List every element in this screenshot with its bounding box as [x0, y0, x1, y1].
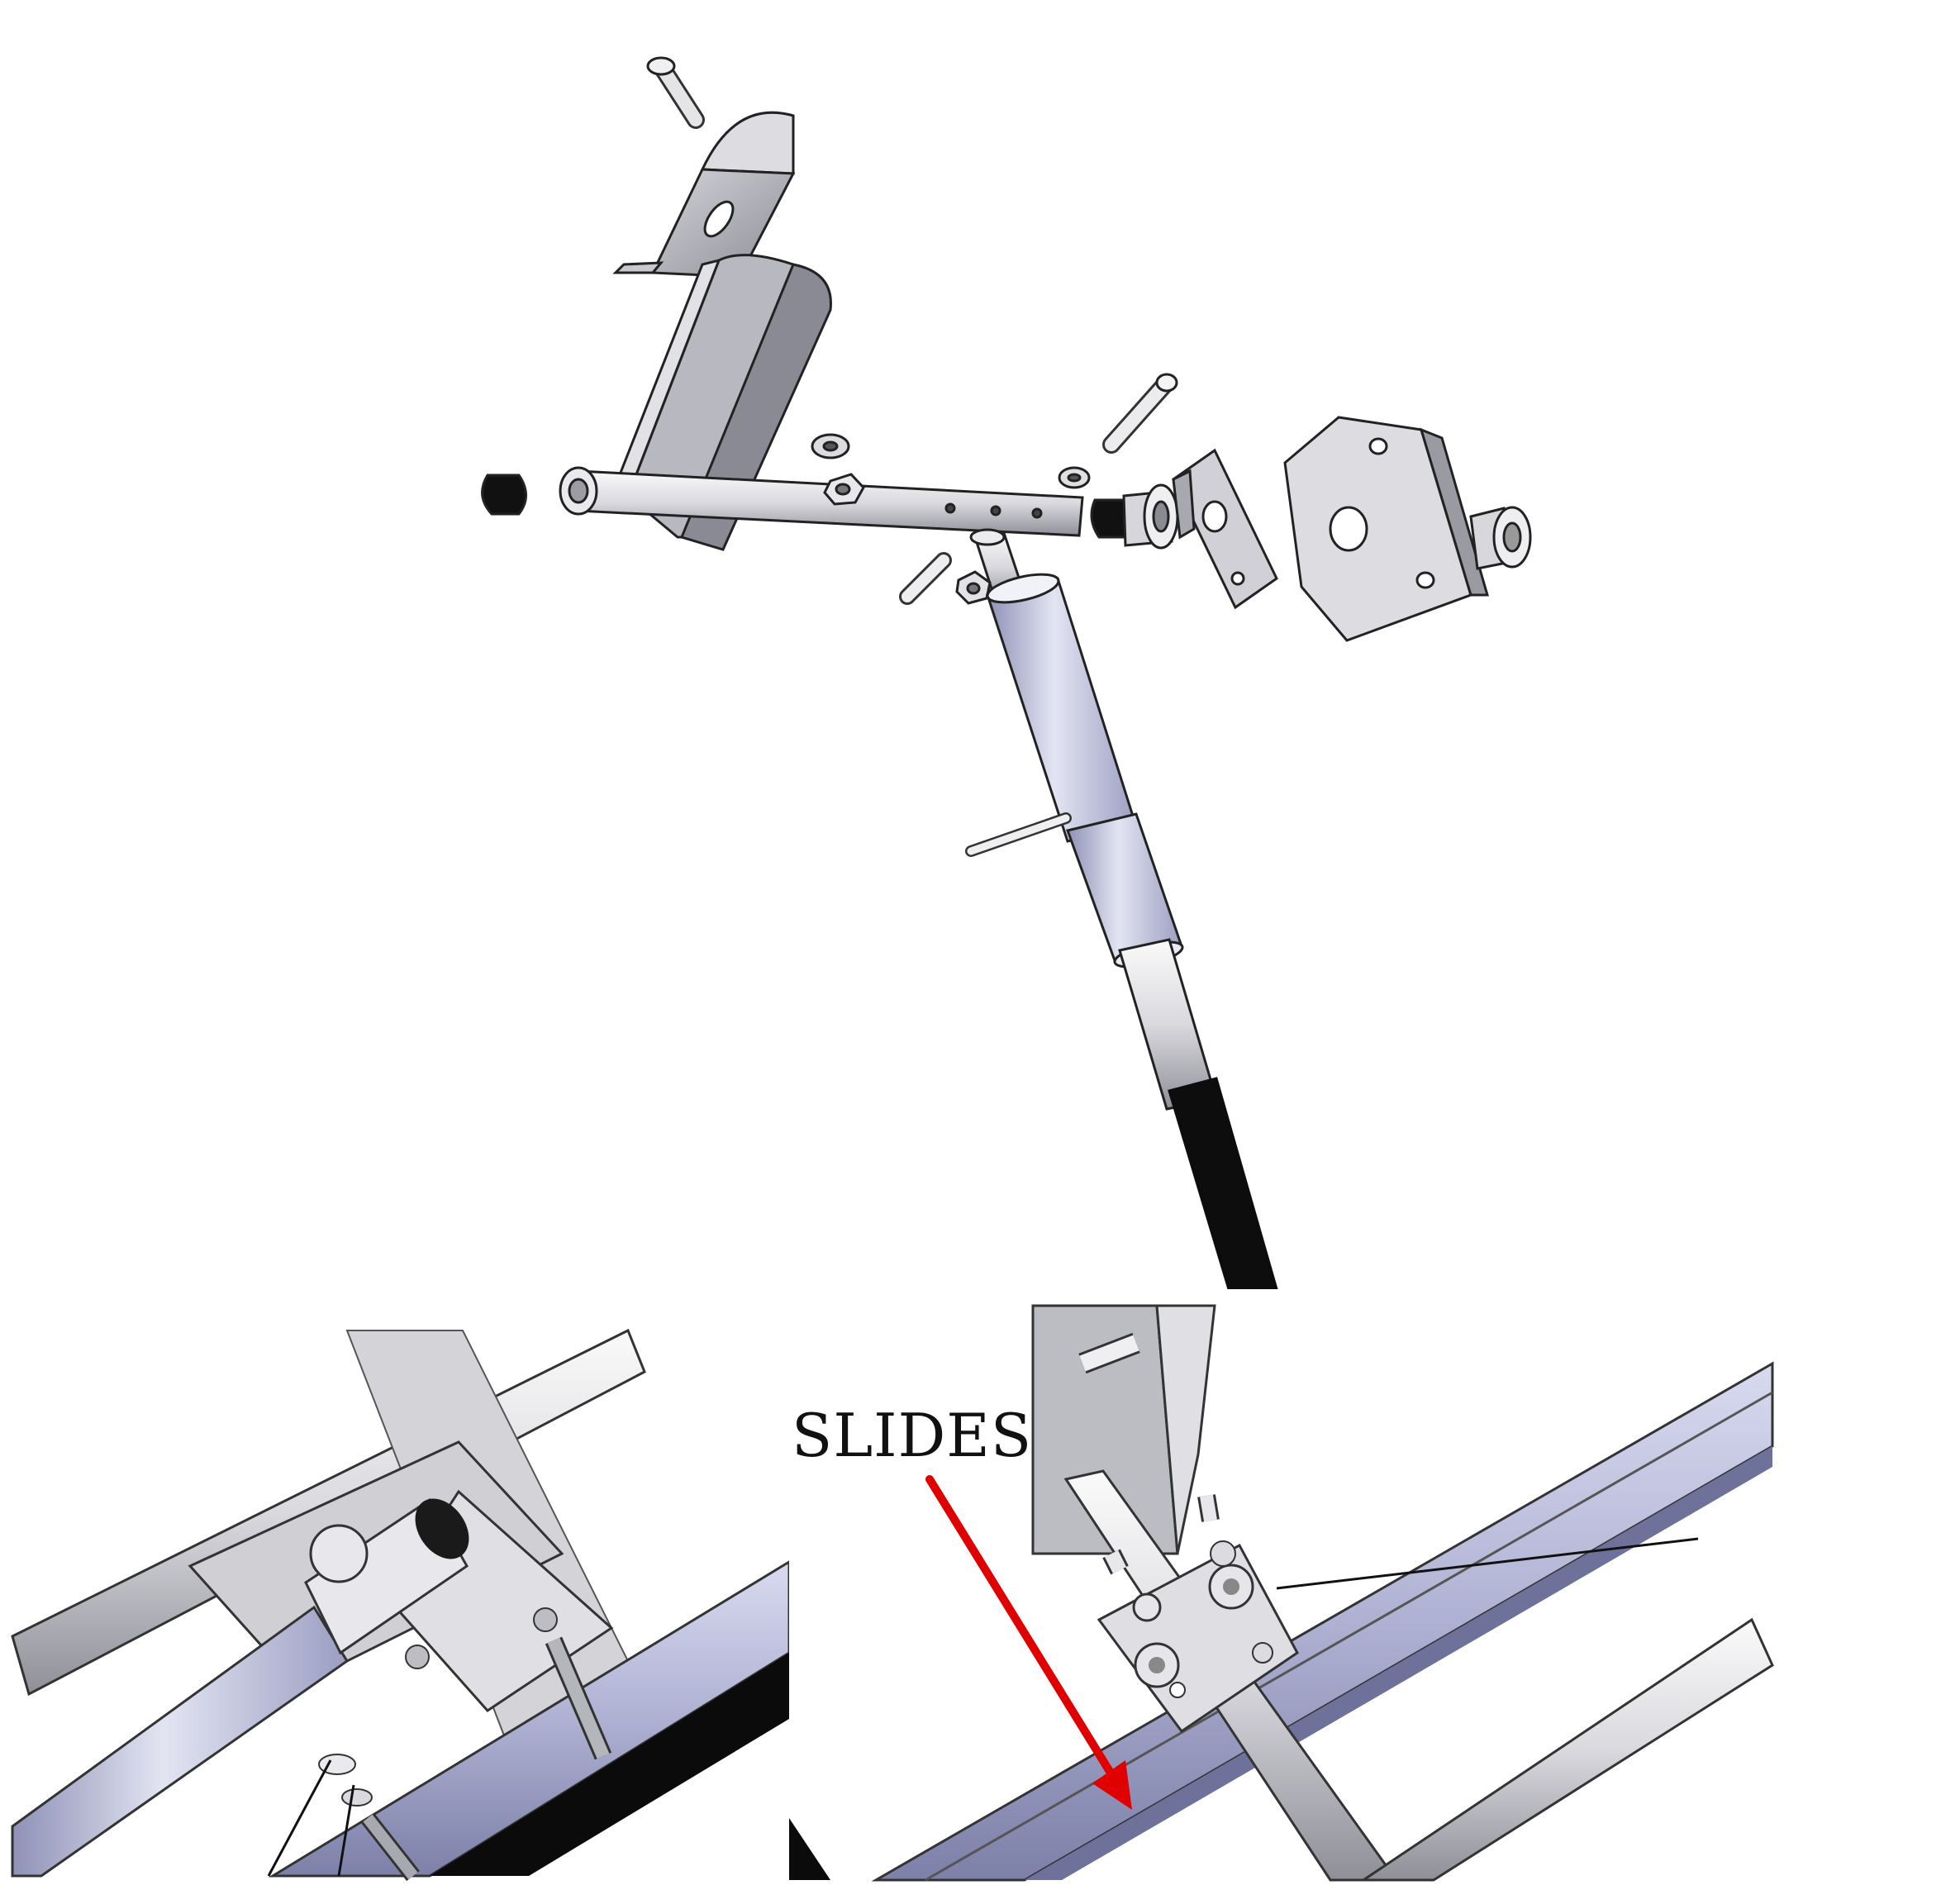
flange-bushing-left [1122, 483, 1179, 550]
slides-label: SLIDES [792, 1401, 1033, 1470]
exploded-view [481, 56, 1532, 1299]
upper-bracket [612, 111, 796, 278]
mount-plate-large [1283, 416, 1489, 642]
nut-stem [955, 570, 992, 605]
slides-arrow [925, 1475, 1132, 1810]
pin-small [899, 552, 952, 605]
main-shaft [559, 466, 1084, 537]
lock-pin [965, 812, 1072, 857]
grip-black [1168, 1077, 1278, 1299]
flange-bushing-right [1469, 506, 1532, 570]
pin-right [1102, 373, 1178, 454]
top-pin [646, 56, 705, 129]
washer-right [1058, 466, 1091, 489]
mount-plate-small [1172, 448, 1278, 610]
end-cap-left [481, 474, 527, 516]
nut-top [823, 473, 865, 506]
detail-left [11, 1322, 791, 1882]
detail-right [789, 1289, 1774, 1882]
sleeve-upper [986, 573, 1138, 843]
main-bracket [609, 254, 832, 551]
washer-top [811, 433, 850, 459]
